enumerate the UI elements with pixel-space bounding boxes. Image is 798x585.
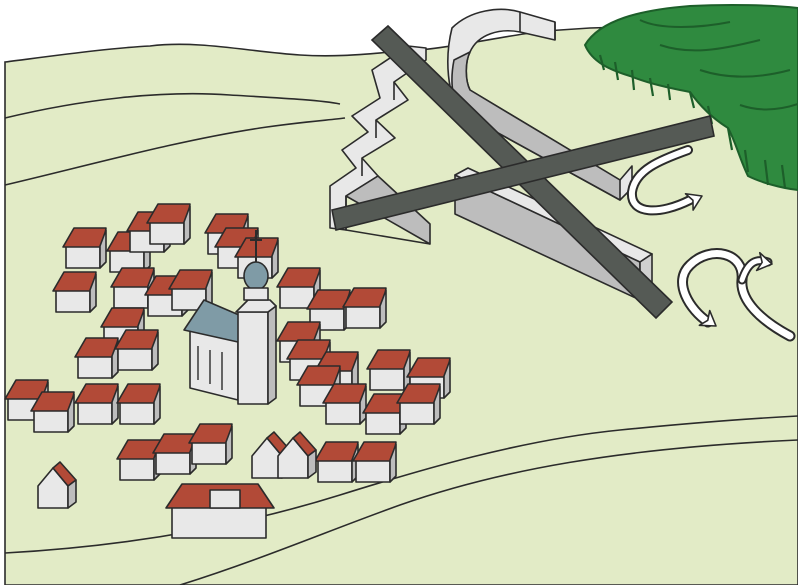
ridge-line-near (4, 117, 346, 186)
forest (583, 3, 798, 192)
ridge-line-far (4, 92, 341, 119)
crossed-bars (331, 24, 715, 320)
ground-line-lower-2 (179, 439, 798, 585)
village (4, 203, 451, 539)
flow-arrow-lower (677, 248, 796, 342)
flow-arrow-upper (627, 145, 707, 216)
long-house (165, 483, 275, 539)
church (183, 230, 277, 405)
